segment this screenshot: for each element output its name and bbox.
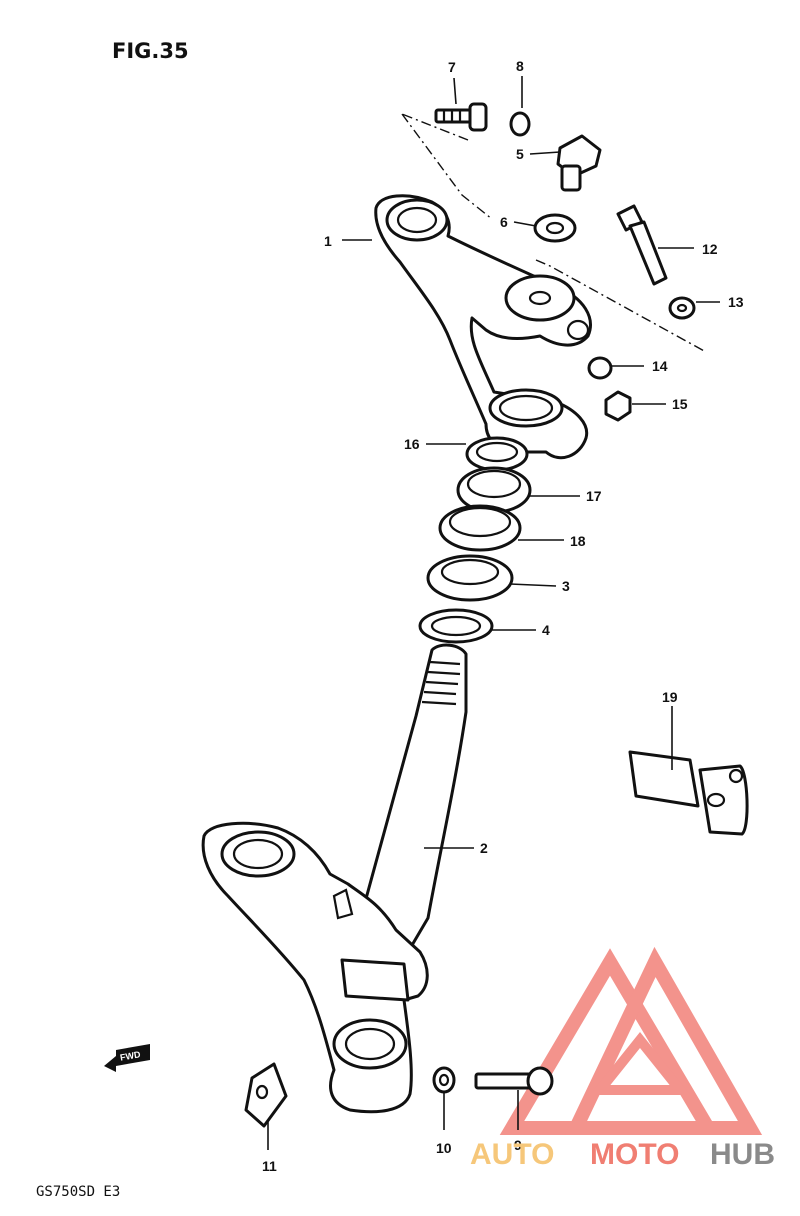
callout-numbers: 1 2 3 4 5 6 7 8 9 10 11 12 13 14 15 16 1…	[262, 58, 744, 1174]
callout-17: 17	[586, 488, 602, 504]
watermark-moto: MOTO	[590, 1138, 679, 1171]
watermark-text: AUTO MOTO HUB	[470, 1138, 775, 1171]
bearing-part-3	[426, 554, 514, 602]
callout-11: 11	[262, 1158, 277, 1174]
callout-12: 12	[702, 241, 718, 257]
dust-seal-part-4	[418, 608, 494, 644]
nut-part-15	[604, 390, 632, 422]
steering-stem-lower-bracket-part-2	[201, 643, 468, 1114]
callout-4: 4	[542, 622, 550, 638]
upper-bracket-part-1	[374, 194, 592, 460]
pinch-bolt-part-9	[474, 1066, 554, 1096]
lock-washer-part-8	[509, 111, 531, 137]
leader-lines	[267, 76, 720, 1150]
watermark-logo	[499, 946, 763, 1135]
watermark-auto: AUTO	[470, 1138, 554, 1171]
steering-lock-part-19	[628, 750, 749, 836]
washer-part-13	[668, 296, 696, 320]
stem-nut-part-16	[465, 436, 529, 472]
washer-part-6	[533, 213, 577, 243]
callout-14: 14	[652, 358, 668, 374]
callout-3: 3	[562, 578, 570, 594]
stem-head-bolt-part-5	[556, 134, 602, 192]
pinch-bolt-part-7	[434, 102, 488, 132]
callout-13: 13	[728, 294, 744, 310]
bearing-part-18	[438, 504, 522, 552]
callout-15: 15	[672, 396, 688, 412]
model-code: GS750SD E3	[36, 1184, 120, 1200]
callout-5: 5	[516, 146, 524, 162]
callout-19: 19	[662, 689, 678, 705]
callout-7: 7	[448, 59, 456, 75]
callout-1: 1	[324, 233, 332, 249]
callout-9: 9	[514, 1137, 522, 1153]
washer-part-10	[432, 1066, 456, 1094]
stopper-plate-part-11	[244, 1062, 288, 1128]
lock-washer-part-14	[587, 356, 613, 380]
callout-2: 2	[480, 840, 488, 856]
callout-16: 16	[404, 436, 420, 452]
callout-8: 8	[516, 58, 524, 74]
bolt-group-outline-3	[535, 259, 707, 353]
callout-6: 6	[500, 214, 508, 230]
watermark-hub: HUB	[710, 1138, 775, 1171]
figure-label: FIG.35	[112, 39, 189, 63]
bolt-group-outline-2	[401, 113, 469, 141]
callout-18: 18	[570, 533, 586, 549]
clamp-bolt-part-12	[616, 204, 668, 286]
fwd-label: FWD	[119, 1049, 141, 1062]
bolt-group-outline	[401, 113, 493, 220]
forward-direction-arrow: FWD	[104, 1044, 150, 1072]
callout-10: 10	[436, 1140, 452, 1156]
